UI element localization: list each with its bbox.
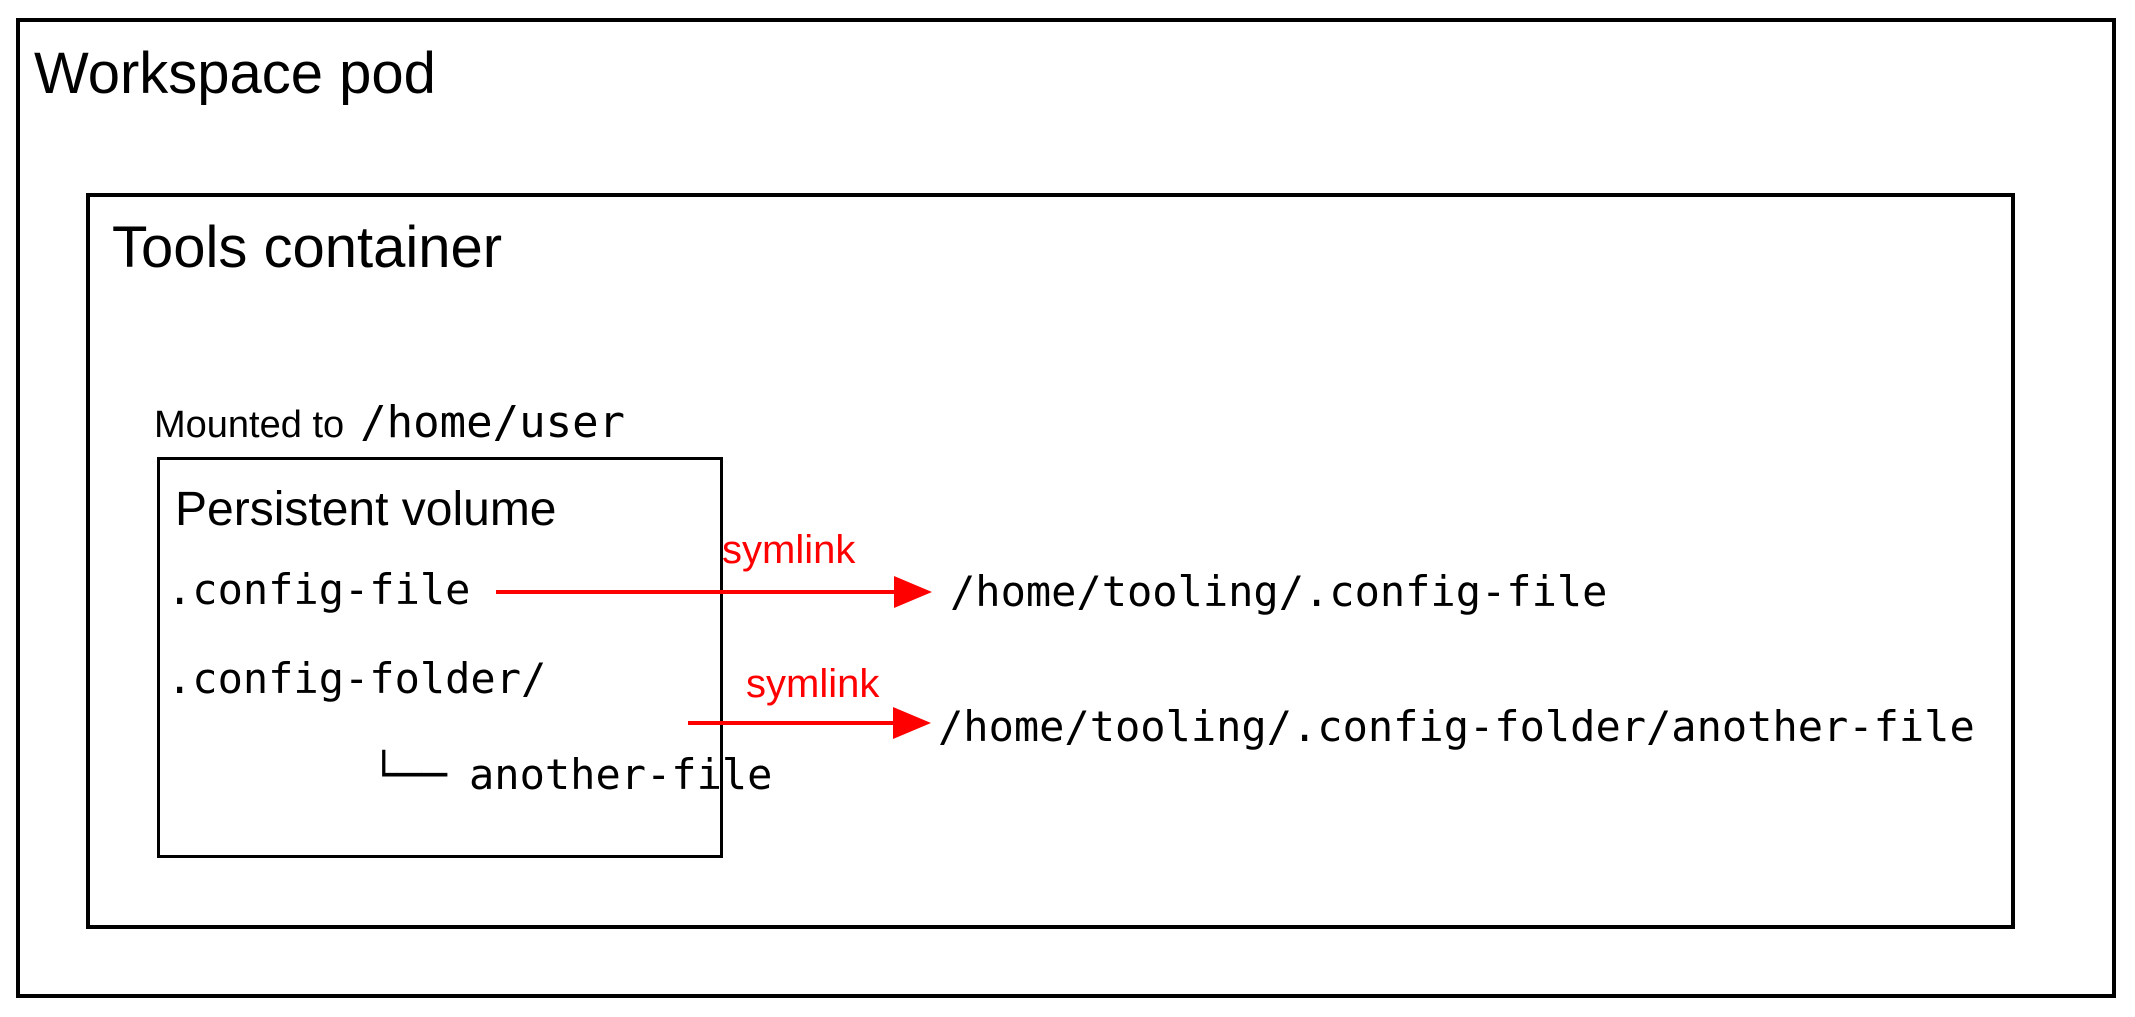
volume-entry-config-file: .config-file	[167, 565, 471, 614]
mount-point-prefix: Mounted to	[154, 404, 345, 446]
tools-container-box	[86, 193, 2015, 929]
symlink-target-2: /home/tooling/.config-folder/another-fil…	[938, 702, 1975, 751]
tools-container-title: Tools container	[112, 215, 503, 280]
volume-entry-config-folder: .config-folder/	[167, 654, 547, 703]
persistent-volume-box	[157, 457, 723, 858]
workspace-pod-box	[16, 18, 2116, 998]
persistent-volume-title: Persistent volume	[175, 483, 557, 536]
symlink-label-2: symlink	[746, 662, 880, 706]
symlink-arrowhead-icon-1	[894, 576, 932, 608]
symlink-target-1: /home/tooling/.config-file	[950, 567, 1608, 616]
mount-point-label: Mounted to/home/user	[154, 397, 626, 449]
workspace-pod-title: Workspace pod	[34, 41, 436, 106]
symlink-arrowhead-icon-2	[893, 707, 931, 739]
tree-child-name: another-file	[469, 750, 773, 799]
symlink-label-1: symlink	[722, 528, 856, 572]
mount-point-path: /home/user	[360, 397, 626, 448]
tree-branch-icon: └──	[371, 750, 448, 799]
volume-entry-another-file: └── another-file	[270, 703, 772, 847]
symlink-arrow-line-2	[688, 721, 893, 725]
symlink-arrow-line-1	[496, 590, 896, 594]
